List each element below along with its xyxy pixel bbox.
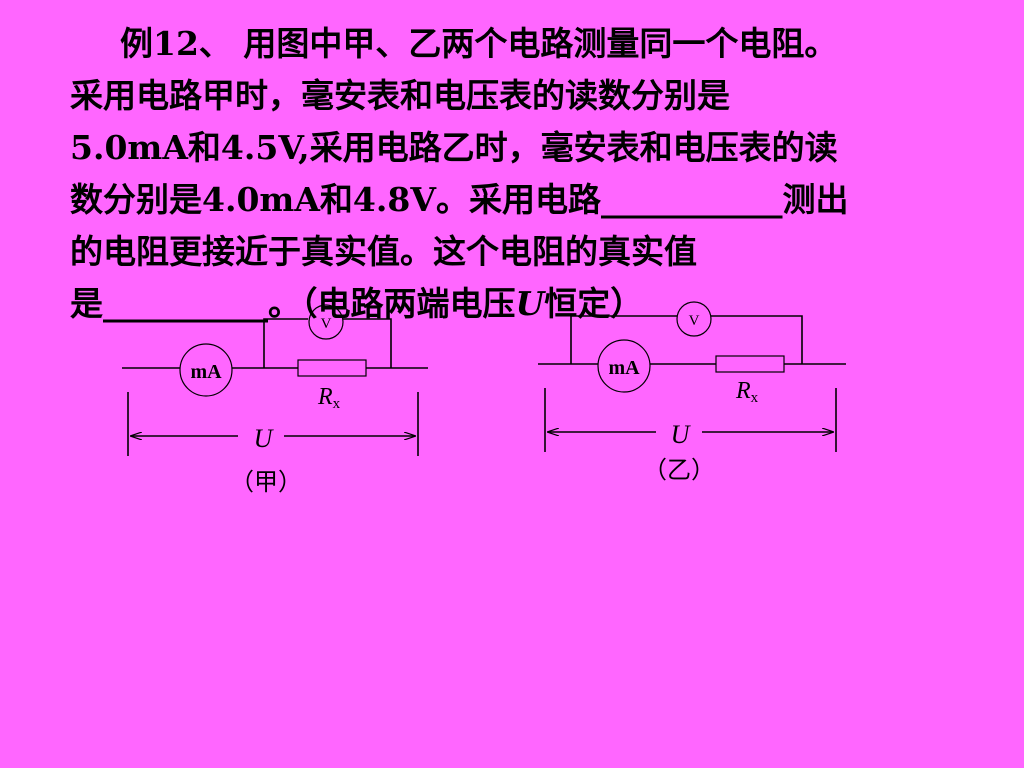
voltage-label: U <box>671 420 692 449</box>
circuit-jia: mA V Rx U （甲） <box>122 304 428 496</box>
voltmeter-label: V <box>321 316 332 332</box>
voltage-symbol: U <box>515 284 545 323</box>
problem-line-5: 的电阻更接近于真实值。这个电阻的真实值 <box>70 232 697 271</box>
resistor-symbol: R <box>735 378 751 404</box>
ammeter <box>597 339 651 393</box>
problem-line-3: 5.0mA和4.5V,采用电路乙时，毫安表和电压表的读 <box>70 128 838 167</box>
resistor-subscript: x <box>333 396 341 412</box>
voltage-label: U <box>254 424 275 453</box>
resistor <box>297 359 367 377</box>
circuit-yi: mA V Rx U （乙） <box>538 301 846 484</box>
voltmeter-branch-right <box>343 318 392 368</box>
problem-line-2: 采用电路甲时，毫安表和电压表的读数分别是 <box>70 76 730 115</box>
resistor-label: Rx <box>735 378 759 406</box>
problem-line-6-start: 是__________。（电路两端电压 <box>70 284 516 323</box>
voltmeter-branch-left <box>263 318 308 368</box>
resistor <box>715 355 785 373</box>
voltmeter <box>308 304 344 340</box>
ammeter <box>179 343 233 397</box>
caption-yi: （乙） <box>643 458 715 484</box>
voltmeter <box>676 301 712 337</box>
voltmeter-label: V <box>689 313 700 329</box>
ammeter-label: mA <box>190 361 222 383</box>
ammeter-label: mA <box>608 357 640 379</box>
caption-jia: （甲） <box>230 470 302 496</box>
resistor-subscript: x <box>751 390 759 406</box>
resistor-label: Rx <box>317 384 341 412</box>
problem-line-1: 例12、 用图中甲、乙两个电路测量同一个电阻。 <box>120 24 838 63</box>
voltmeter-branch-left <box>570 315 677 364</box>
resistor-symbol: R <box>317 384 333 410</box>
voltmeter-branch-right <box>711 315 803 364</box>
problem-line-4: 数分别是4.0mA和4.8V。采用电路___________测出 <box>70 180 849 219</box>
